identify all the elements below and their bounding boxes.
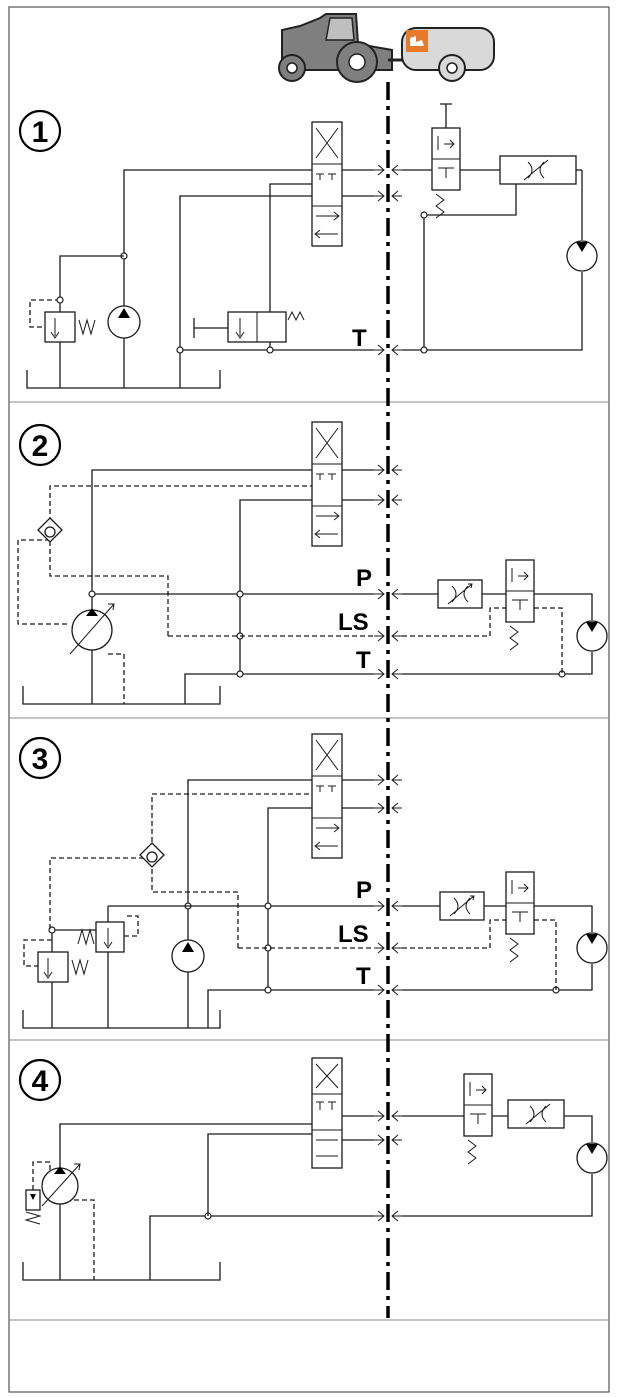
- section-3-badge: 3: [18, 736, 62, 780]
- section-4-badge: 4: [18, 1058, 62, 1102]
- tractor-icon: [278, 13, 393, 83]
- section-2-number: 2: [32, 430, 49, 463]
- section-4: 4: [18, 1057, 608, 1281]
- section-3-label-ls: LS: [338, 921, 369, 948]
- section-1-number: 1: [32, 116, 49, 149]
- section-1-label-t: T: [352, 325, 367, 352]
- section-1-badge: 1: [18, 109, 62, 153]
- section-2: 2 P LS T: [17, 421, 608, 705]
- section-3-number: 3: [32, 743, 49, 776]
- brand-logo-icon: [406, 30, 428, 52]
- section-2-label-ls: LS: [338, 609, 369, 636]
- section-4-number: 4: [32, 1065, 49, 1098]
- section-3: 3 P LS T: [18, 733, 608, 1029]
- trailer-icon: [388, 27, 495, 82]
- section-3-label-t: T: [356, 963, 371, 990]
- section-1: 1 T: [18, 103, 598, 389]
- outer-frame: [8, 6, 610, 1393]
- section-3-label-p: P: [356, 877, 372, 904]
- section-2-badge: 2: [18, 423, 62, 467]
- section-2-label-p: P: [356, 565, 372, 592]
- section-2-label-t: T: [356, 647, 371, 674]
